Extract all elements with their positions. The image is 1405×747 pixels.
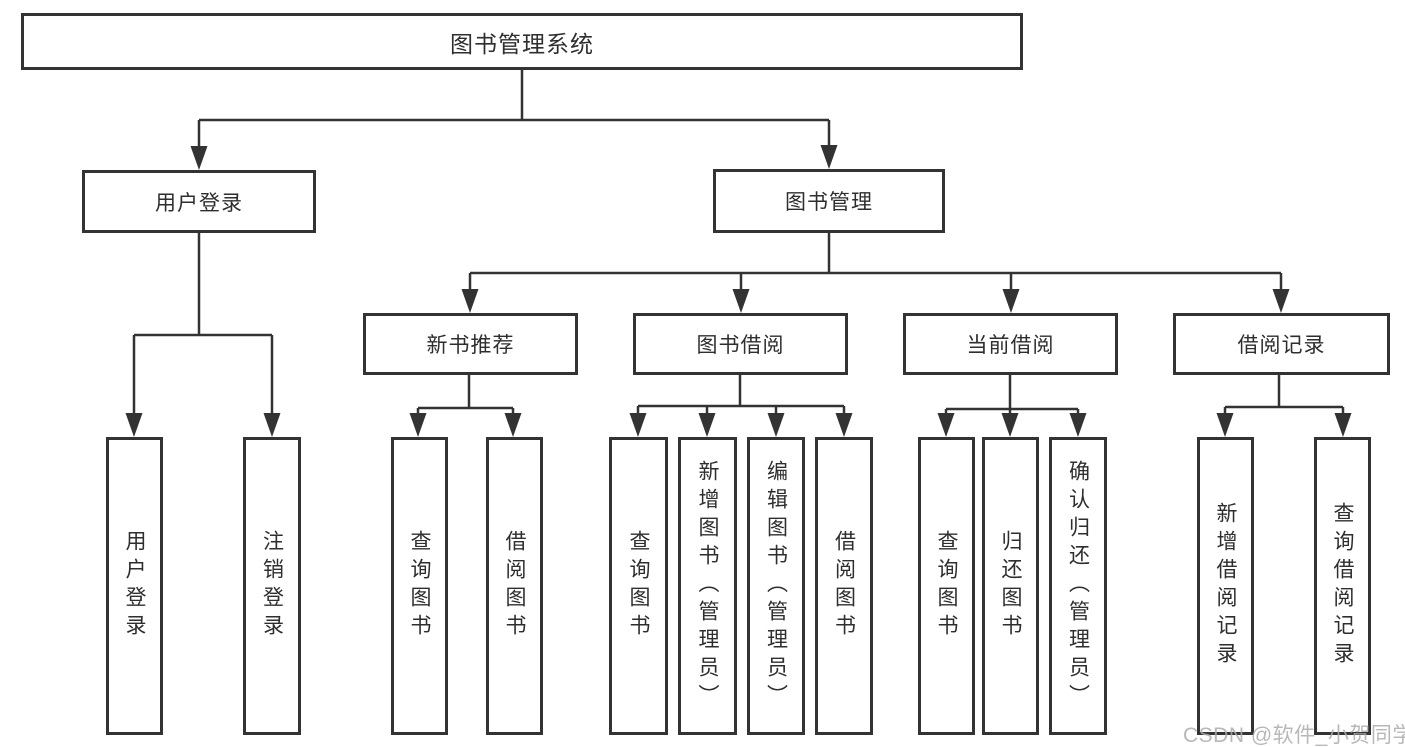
node-borrow-record: 借阅记录: [1173, 313, 1390, 375]
leaf-query-borrow-record: 查询借阅记录: [1314, 437, 1371, 735]
csdn-watermark: CSDN @软件_小贺同学: [1183, 724, 1405, 747]
leaf-edit-book-admin: 编辑图书（管理员）: [747, 437, 805, 735]
node-root: 图书管理系统: [21, 13, 1023, 70]
leaf-add-book-admin: 新增图书（管理员）: [678, 437, 737, 735]
leaf-borrow-query-book: 查询图书: [609, 437, 668, 735]
node-book-management: 图书管理: [713, 169, 945, 233]
node-current-borrow: 当前借阅: [903, 313, 1118, 375]
node-book-borrow: 图书借阅: [633, 313, 848, 375]
leaf-confirm-return-admin: 确认归还（管理员）: [1049, 437, 1107, 735]
leaf-recommend-borrow-book: 借阅图书: [486, 437, 543, 735]
node-user-login: 用户登录: [82, 170, 316, 233]
leaf-user-login: 用户登录: [106, 437, 163, 735]
leaf-current-query-book: 查询图书: [918, 437, 975, 735]
leaf-borrow-book: 借阅图书: [815, 437, 873, 735]
leaf-logout: 注销登录: [243, 437, 301, 735]
leaf-add-borrow-record: 新增借阅记录: [1197, 437, 1254, 735]
node-new-book-recommend: 新书推荐: [363, 313, 578, 375]
leaf-return-book: 归还图书: [982, 437, 1039, 735]
leaf-recommend-query-book: 查询图书: [391, 437, 448, 735]
